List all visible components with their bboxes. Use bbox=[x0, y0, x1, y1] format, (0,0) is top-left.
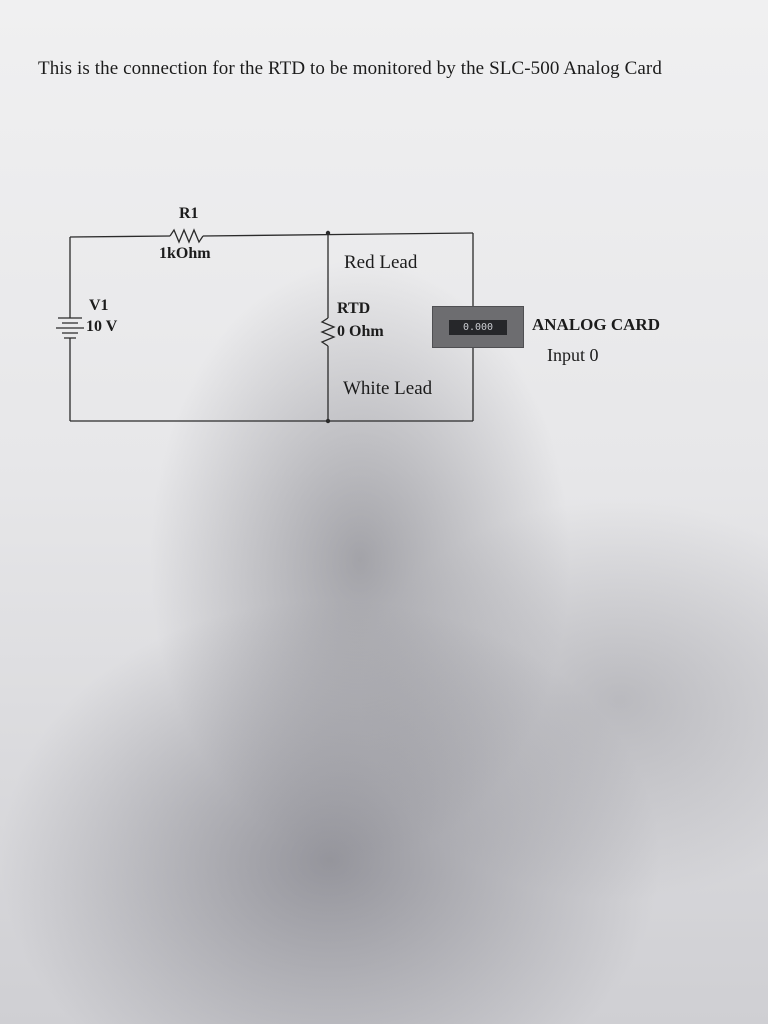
meter-reading: 0.000 bbox=[449, 320, 507, 335]
resistor-r1-name: R1 bbox=[179, 205, 199, 222]
analog-meter: 0.000 bbox=[432, 306, 524, 348]
resistor-r1-symbol bbox=[169, 228, 204, 244]
page-title: This is the connection for the RTD to be… bbox=[38, 58, 662, 79]
rtd-value: 0 Ohm bbox=[337, 323, 384, 340]
wire-top-left bbox=[69, 235, 171, 300]
red-lead-label: Red Lead bbox=[344, 252, 418, 273]
analog-card-input: Input 0 bbox=[547, 345, 599, 365]
resistor-r1-value: 1kOhm bbox=[159, 245, 211, 262]
source-v1-name: V1 bbox=[89, 297, 109, 314]
junction-top bbox=[325, 230, 331, 236]
rtd-name: RTD bbox=[337, 300, 371, 317]
rtd-symbol bbox=[320, 317, 336, 347]
wire-top-right bbox=[202, 232, 474, 237]
source-v1-value: 10 V bbox=[86, 318, 118, 335]
analog-card-label: ANALOG CARD bbox=[532, 315, 660, 334]
battery-v1-symbol bbox=[56, 300, 84, 340]
junction-bottom bbox=[325, 418, 331, 424]
white-lead-label: White Lead bbox=[343, 378, 433, 399]
